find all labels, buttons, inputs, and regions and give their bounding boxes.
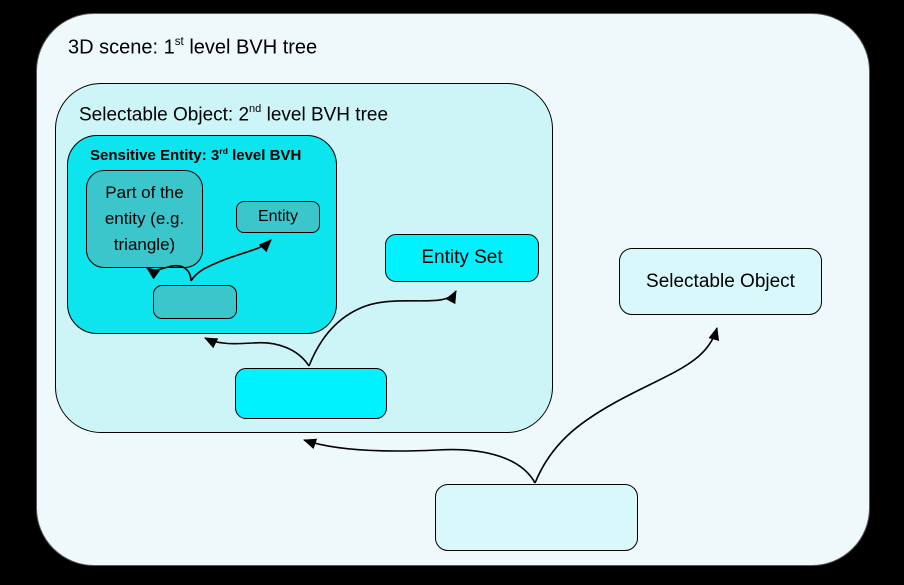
node-entity-bvh-root <box>153 285 237 319</box>
node-entity-set: Entity Set <box>385 234 539 282</box>
scene-title-sup: st <box>174 35 184 49</box>
scene-title: 3D scene: 1st level BVH tree <box>68 35 318 60</box>
selectable-object-container-title: Selectable Object: 2nd level BVH tree <box>79 103 389 126</box>
obj-title-sup: nd <box>249 103 262 116</box>
node-scene-bvh-root <box>435 484 638 551</box>
scene-container: 3D scene: 1st level BVH tree Selectable … <box>36 13 870 566</box>
node-entity: Entity <box>236 201 320 233</box>
obj-title-pre: Selectable Object: 2 <box>79 104 250 126</box>
scene-title-post: level BVH tree <box>183 36 318 59</box>
node-selectable-object: Selectable Object <box>619 248 822 315</box>
node-part-of-entity: Part of the entity (e.g. triangle) <box>86 170 203 268</box>
sens-title-pre: Sensitive Entity: 3 <box>90 147 220 164</box>
selectable-object-container: Selectable Object: 2nd level BVH tree Se… <box>55 83 553 433</box>
obj-title-post: level BVH tree <box>261 104 389 126</box>
sens-title-sup: rd <box>219 145 228 156</box>
sens-title-post: level BVH <box>227 147 302 164</box>
node-object-bvh-root <box>235 368 387 419</box>
scene-title-pre: 3D scene: 1 <box>68 36 175 59</box>
sensitive-entity-container: Sensitive Entity: 3rd level BVH Part of … <box>67 135 337 334</box>
sensitive-entity-container-title: Sensitive Entity: 3rd level BVH <box>90 146 301 164</box>
